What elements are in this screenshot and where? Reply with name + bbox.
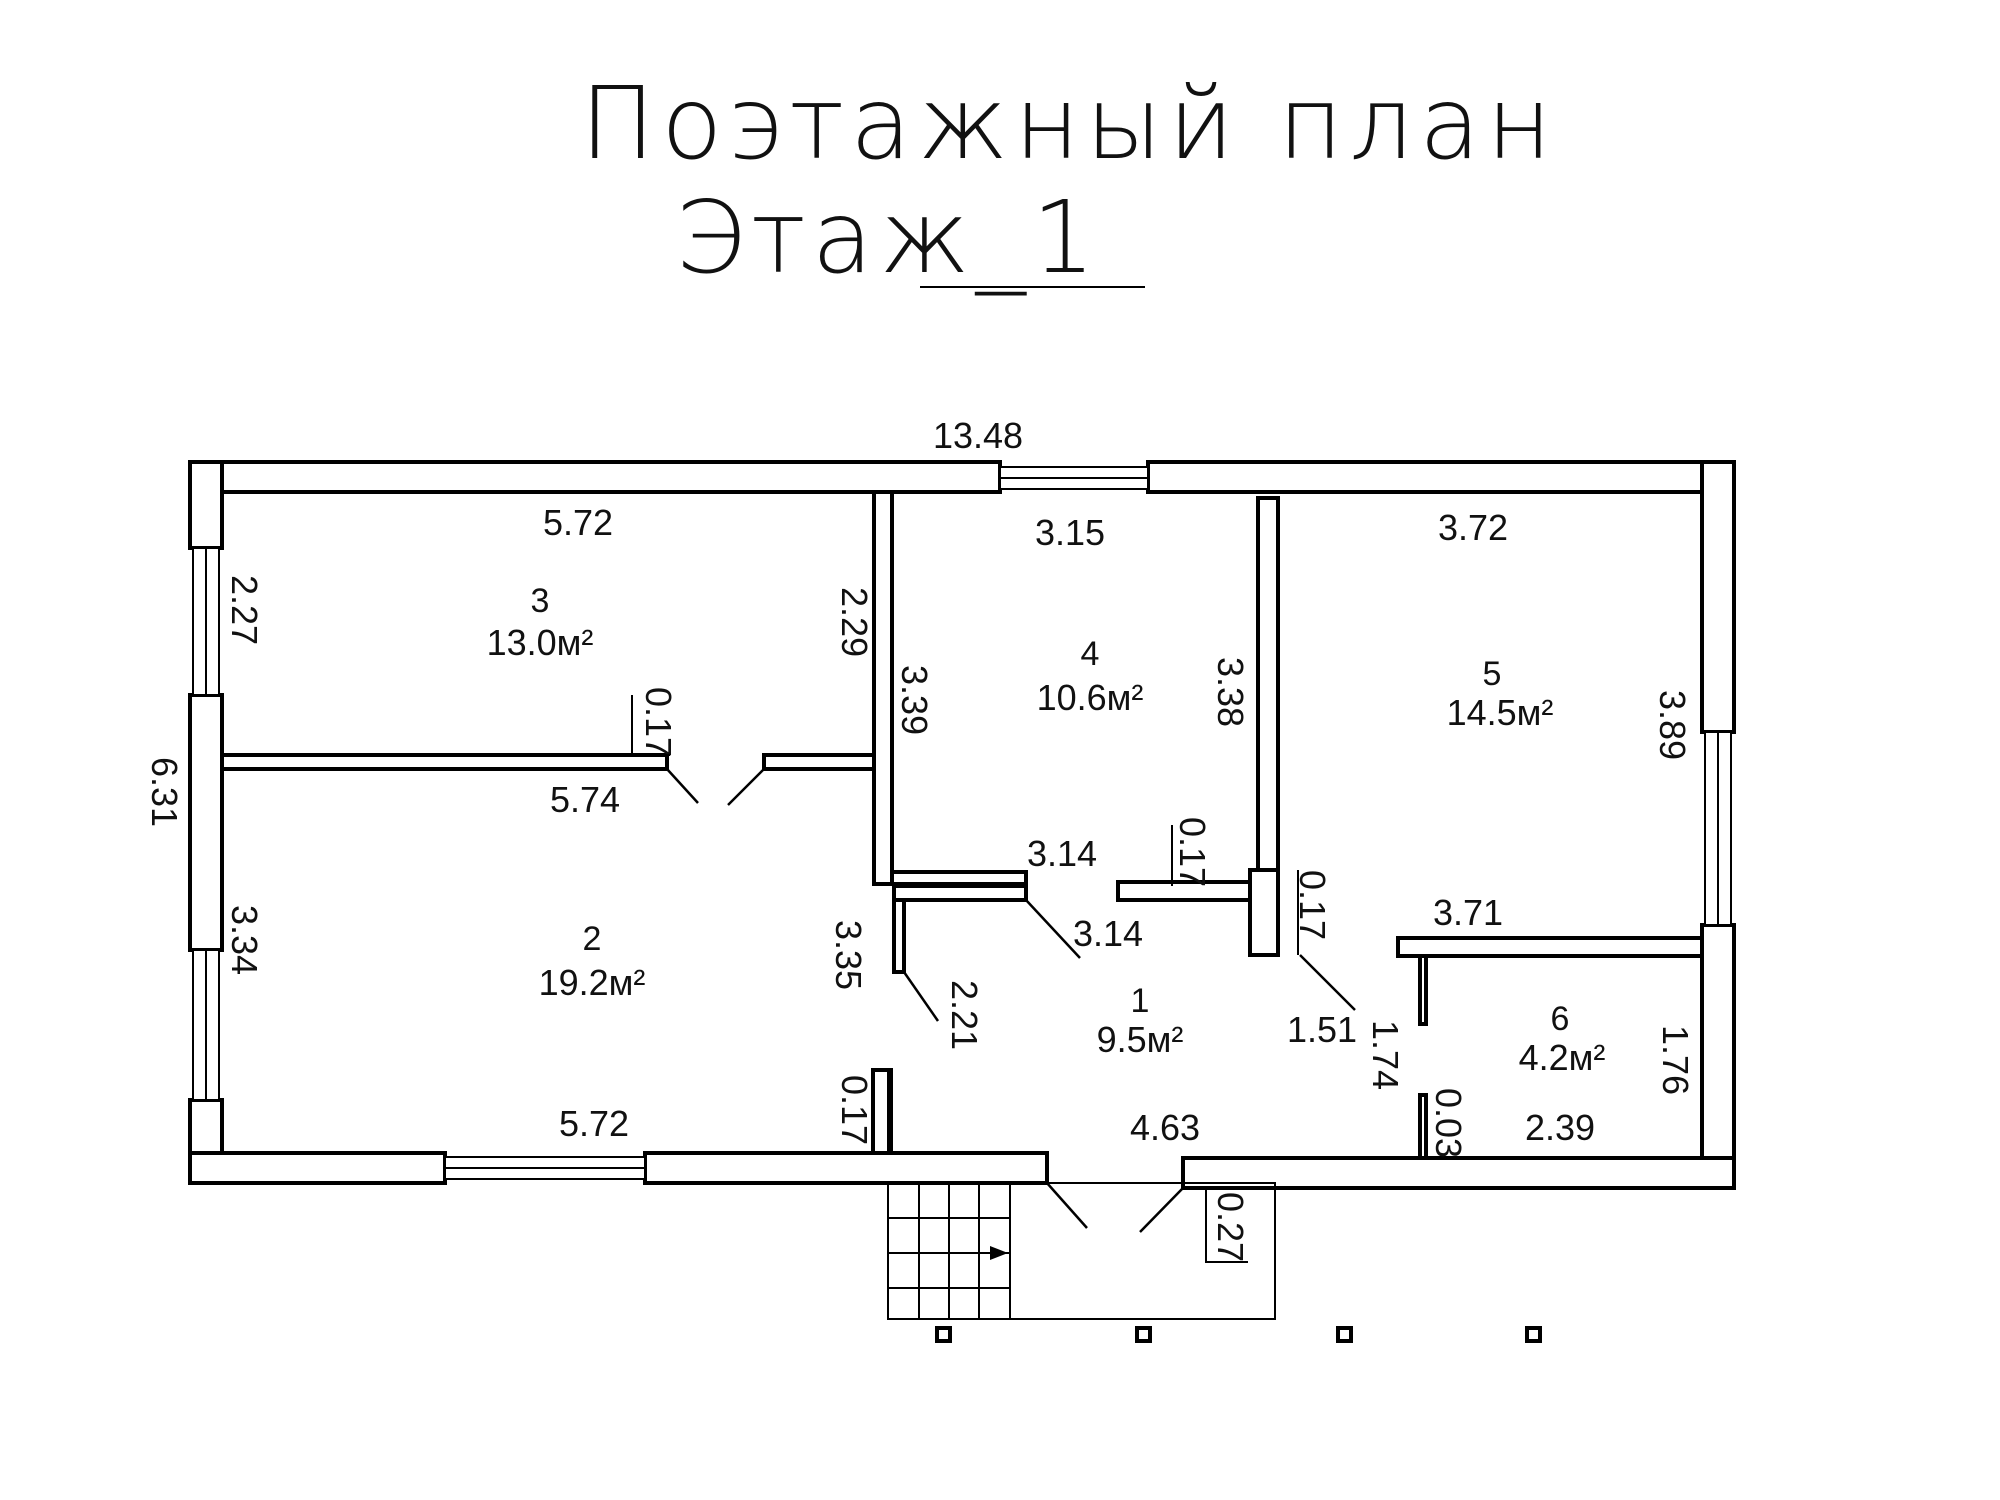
dim-room4-bottom: 3.14 bbox=[1027, 833, 1097, 874]
exterior-walls bbox=[188, 460, 1736, 1190]
partition-3-4 bbox=[872, 490, 894, 886]
dim-room2-top: 5.74 bbox=[550, 779, 620, 820]
dim-porch-offset: 0.27 bbox=[1210, 1192, 1251, 1262]
floor-label: Этаж_1 bbox=[675, 179, 1101, 296]
room-1-area: 9.5м² bbox=[1097, 1019, 1184, 1060]
dimension-labels: 13.48 5.72 5.74 5.72 3.15 3.14 3.14 4.63… bbox=[543, 415, 1595, 1148]
partition-3-2-left bbox=[220, 753, 669, 771]
dim-room5-right: 3.89 bbox=[1652, 690, 1693, 760]
room-4-area: 10.6м² bbox=[1037, 677, 1144, 718]
dimension-leaders bbox=[631, 695, 1299, 1263]
room-3-area: 13.0м² bbox=[487, 622, 594, 663]
dim-room6-bottom: 2.39 bbox=[1525, 1107, 1595, 1148]
windows bbox=[192, 466, 1732, 1180]
dim-room5-top: 3.72 bbox=[1438, 507, 1508, 548]
post-2 bbox=[1135, 1326, 1152, 1343]
dim-hall-right: 1.51 bbox=[1287, 1009, 1357, 1050]
dim-hall-diag: 2.21 bbox=[944, 980, 985, 1050]
wall-right-bottom bbox=[1700, 923, 1736, 1190]
partition-2-hall bbox=[892, 898, 906, 974]
dim-offset-4: 0.17 bbox=[1172, 817, 1213, 887]
dim-room6-left: 1.74 bbox=[1365, 1020, 1406, 1090]
dim-offset-3: 0.17 bbox=[638, 687, 679, 757]
porch bbox=[887, 1182, 1276, 1320]
partition-4-5 bbox=[1256, 496, 1280, 872]
wall-left-top bbox=[188, 460, 224, 550]
dim-offset-2: 0.17 bbox=[834, 1075, 875, 1145]
dim-hall-bottom: 4.63 bbox=[1130, 1107, 1200, 1148]
wall-bottom-1 bbox=[188, 1151, 447, 1185]
room-5-area: 14.5м² bbox=[1447, 692, 1554, 733]
wall-top-right bbox=[1146, 460, 1736, 494]
room-2-area: 19.2м² bbox=[539, 962, 646, 1003]
dim-room3-top: 5.72 bbox=[543, 502, 613, 543]
room-3-number: 3 bbox=[531, 582, 550, 620]
wall-right-top bbox=[1700, 460, 1736, 734]
room-6-number: 6 bbox=[1551, 1000, 1570, 1038]
partition-4-hall-left bbox=[890, 870, 1028, 886]
posts bbox=[935, 1326, 1542, 1343]
room-labels: 3 13.0м² 2 19.2м² 4 10.6м² 5 14.5м² 1 9.… bbox=[487, 582, 1606, 1078]
room-4-number: 4 bbox=[1081, 635, 1100, 673]
dim-room3-right: 2.29 bbox=[834, 587, 875, 657]
room-2-number: 2 bbox=[583, 920, 602, 958]
dim-room6-top: 3.71 bbox=[1433, 892, 1503, 933]
room-5-number: 5 bbox=[1483, 655, 1502, 693]
door-swings bbox=[666, 768, 1356, 1233]
dim-room4-right: 3.38 bbox=[1210, 657, 1251, 727]
post-4 bbox=[1525, 1326, 1542, 1343]
dim-room4-top: 3.15 bbox=[1035, 512, 1105, 553]
partition-4-hall-lower bbox=[892, 884, 1028, 902]
stair-arrow-icon bbox=[990, 1246, 1008, 1260]
post-3 bbox=[1336, 1326, 1353, 1343]
room-1-number: 1 bbox=[1131, 982, 1150, 1020]
partition-5-6 bbox=[1396, 936, 1704, 958]
dim-room2-bottom: 5.72 bbox=[559, 1103, 629, 1144]
partition-4-5-lower bbox=[1248, 868, 1280, 957]
plan-title: Поэтажный план bbox=[580, 65, 1558, 182]
wall-left-mid bbox=[188, 693, 224, 952]
dim-room2-left: 3.34 bbox=[224, 905, 265, 975]
partition-6-left bbox=[1418, 954, 1428, 1026]
post-1 bbox=[935, 1326, 952, 1343]
dim-room6-right: 1.76 bbox=[1655, 1025, 1696, 1095]
dim-overall-depth: 6.31 bbox=[144, 757, 185, 827]
dim-hall-top: 3.14 bbox=[1073, 913, 1143, 954]
partition-6-left-bottom bbox=[1418, 1093, 1428, 1160]
partition-2-bottom-stub bbox=[871, 1068, 893, 1155]
dim-room2-right: 3.35 bbox=[828, 920, 869, 990]
dim-room3-left: 2.27 bbox=[224, 575, 265, 645]
wall-bottom-2 bbox=[643, 1151, 1049, 1185]
dim-room4-left: 3.39 bbox=[894, 665, 935, 735]
dim-offset-6: 0.03 bbox=[1428, 1088, 1469, 1158]
partition-3-2-right bbox=[762, 753, 876, 771]
dim-overall-width: 13.48 bbox=[933, 415, 1023, 456]
room-6-area: 4.2м² bbox=[1519, 1037, 1606, 1078]
wall-top-left bbox=[188, 460, 1002, 494]
partitions bbox=[220, 490, 1704, 1160]
